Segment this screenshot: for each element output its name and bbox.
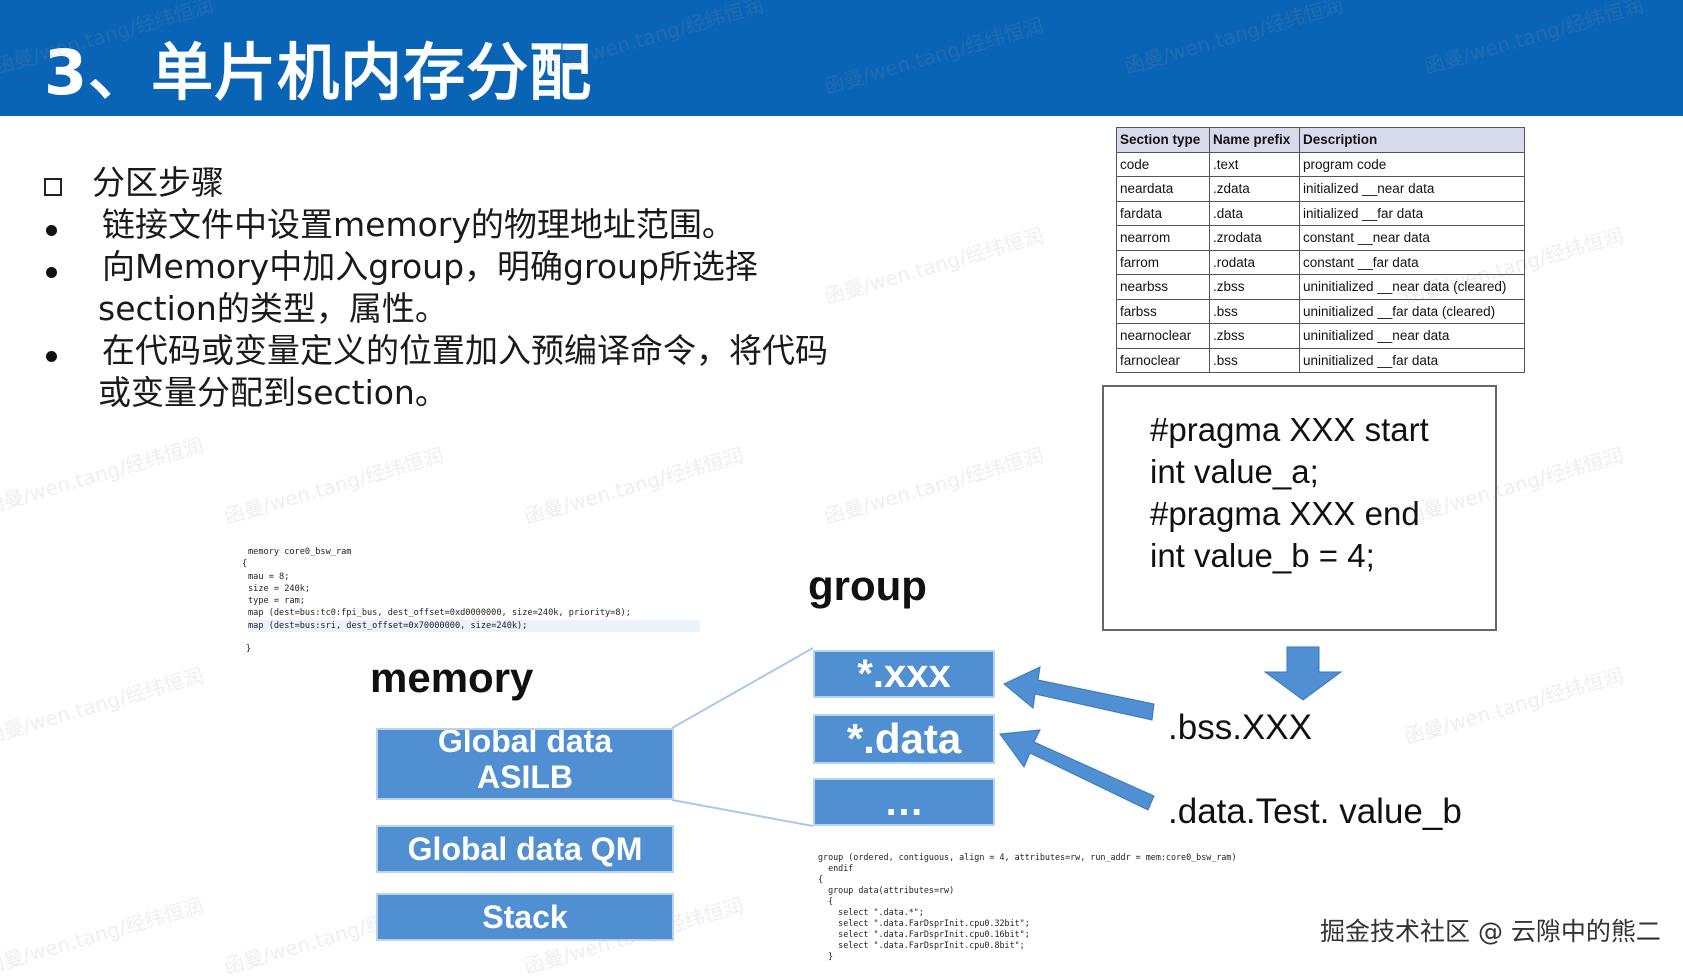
code-line: endif: [818, 863, 854, 873]
section-name-bss: .bss.XXX: [1168, 708, 1312, 747]
table-cell: program code: [1299, 151, 1525, 177]
list-heading-text: 分区步骤: [92, 163, 224, 202]
list-item-text: 在代码或变量定义的位置加入预编译命令，将代码: [102, 331, 828, 370]
group-code-snippet: group (ordered, contiguous, align = 4, a…: [818, 852, 1237, 962]
code-line: #pragma XXX start: [1150, 411, 1429, 448]
table-cell: farnoclear: [1116, 347, 1210, 373]
bullet-icon: [46, 225, 57, 236]
list-item-text: 或变量分配到section。: [98, 373, 448, 412]
table-cell: .zrodata: [1209, 225, 1300, 251]
list-item: 向Memory中加入group，明确group所选择 section的类型，属性…: [44, 246, 828, 330]
table-cell: uninitialized __near data (cleared): [1299, 274, 1525, 300]
slide-title: 3、单片机内存分配: [44, 36, 593, 109]
code-line: int value_b = 4;: [1150, 537, 1375, 574]
bullet-icon: [46, 351, 57, 362]
code-line: #pragma XXX end: [1150, 495, 1420, 532]
list-item-text: 向Memory中加入group，明确group所选择: [102, 247, 758, 286]
block-label: Global data QM: [407, 831, 643, 867]
step-list: 分区步骤 链接文件中设置memory的物理地址范围。 向Memory中加入gro…: [44, 162, 828, 414]
table-cell: .zbss: [1209, 274, 1300, 300]
code-line: type = ram;: [248, 596, 305, 607]
group-label: group: [808, 562, 927, 609]
list-heading: 分区步骤: [44, 162, 828, 204]
code-line: select ".data.*";: [818, 907, 924, 917]
checkbox-square-icon: [44, 178, 62, 196]
code-line: {: [818, 896, 834, 906]
table-cell: constant __far data: [1299, 249, 1525, 275]
table-cell: initialized __far data: [1299, 200, 1525, 226]
table-cell: .bss: [1209, 347, 1300, 373]
table-cell: nearbss: [1116, 274, 1210, 300]
group-item-label: *.data: [846, 715, 962, 762]
table-cell: farrom: [1116, 249, 1210, 275]
code-line: size = 240k;: [248, 583, 311, 594]
group-item-more: …: [813, 778, 995, 826]
code-line: select ".data.FarDsprInit.cpu0.32bit";: [818, 918, 1030, 928]
code-line: }: [246, 644, 252, 655]
pragma-code-box: #pragma XXX start int value_a; #pragma X…: [1102, 385, 1497, 631]
code-line: select ".data.FarDsprInit.cpu0.8bit";: [818, 940, 1025, 950]
list-item: 链接文件中设置memory的物理地址范围。: [44, 204, 828, 246]
list-item-text: section的类型，属性。: [98, 289, 448, 328]
code-line: mau = 8;: [248, 571, 290, 582]
memory-code-snippet: memory core0_bsw_ram{mau = 8;size = 240k…: [242, 546, 700, 655]
code-line: memory core0_bsw_ram: [248, 547, 352, 557]
table-cell: constant __near data: [1299, 225, 1525, 251]
table-cell: .rodata: [1209, 249, 1300, 275]
arrow-down-icon: [1263, 646, 1343, 701]
section-name-data-test: .data.Test. value_b: [1168, 792, 1462, 831]
block-label: Stack: [482, 899, 568, 935]
code-line: int value_a;: [1150, 453, 1319, 490]
memory-block-global-data-asilb: Global data ASILB: [376, 728, 674, 800]
column-header: Description: [1299, 127, 1525, 153]
list-item-text: 链接文件中设置memory的物理地址范围。: [102, 205, 735, 244]
code-line: {: [818, 874, 824, 884]
list-item: 在代码或变量定义的位置加入预编译命令，将代码 或变量分配到section。: [44, 330, 828, 414]
connector-line: [671, 799, 814, 827]
group-item-label: …: [884, 780, 924, 824]
memory-block-global-data-qm: Global data QM: [376, 825, 674, 873]
table-cell: fardata: [1116, 200, 1210, 226]
table-cell: uninitialized __far data: [1299, 347, 1525, 373]
group-item-xxx: *.xxx: [813, 650, 995, 698]
code-line-highlighted: map (dest=bus:sri, dest_offset=0x7000000…: [248, 619, 700, 633]
footer-credit: 掘金技术社区 @ 云隙中的熊二: [1320, 917, 1661, 946]
code-line: }: [818, 951, 834, 961]
connector-line: [671, 647, 814, 729]
group-item-data: *.data: [813, 714, 995, 764]
table-header-row: Section type Name prefix Description: [1116, 127, 1525, 153]
arrow-left-icon: [999, 729, 1155, 811]
table-cell: code: [1116, 151, 1210, 177]
memory-label: memory: [370, 654, 534, 701]
code-line: select ".data.FarDsprInit.cpu0.16bit";: [818, 929, 1030, 939]
title-bar: 3、单片机内存分配: [0, 0, 1683, 116]
block-label: ASILB: [477, 759, 573, 795]
code-line: {: [242, 559, 248, 570]
arrow-left-icon: [1003, 666, 1155, 721]
table-cell: .zdata: [1209, 176, 1300, 202]
code-line: map (dest=bus:tc0:fpi_bus, dest_offset=0…: [248, 608, 631, 619]
code-line: group data(attributes=rw): [818, 885, 955, 895]
block-label: Global data: [437, 728, 613, 759]
code-line: group (ordered, contiguous, align = 4, a…: [818, 852, 1237, 862]
section-type-table: Section type Name prefix Description cod…: [1116, 127, 1525, 373]
bullet-icon: [46, 267, 57, 278]
memory-block-stack: Stack: [376, 893, 674, 941]
group-item-label: *.xxx: [857, 652, 951, 696]
